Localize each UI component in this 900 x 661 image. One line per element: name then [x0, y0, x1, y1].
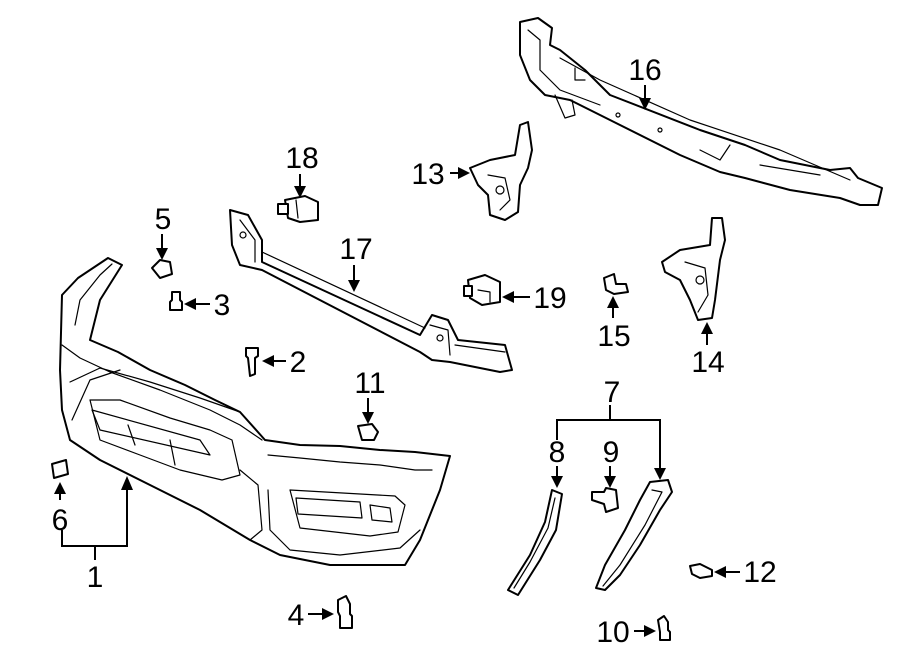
- callout-6: 6: [52, 504, 69, 537]
- bracket-19-drawing: [463, 274, 501, 306]
- clip-2-drawing: [245, 347, 259, 377]
- nut-11-drawing: [357, 423, 379, 441]
- leader-lines: [54, 85, 740, 637]
- extension-left-drawing: [507, 489, 563, 596]
- bolt-15-drawing: [603, 273, 629, 295]
- support-drawing: [519, 17, 883, 206]
- callout-1: 1: [87, 561, 104, 594]
- callout-12: 12: [743, 556, 776, 589]
- callout-19: 19: [533, 282, 566, 315]
- extension-right-drawing: [595, 479, 673, 591]
- callout-7: 7: [604, 376, 621, 409]
- callout-15: 15: [597, 320, 630, 353]
- callout-3: 3: [214, 289, 231, 322]
- bolt-9-drawing: [591, 487, 619, 513]
- bracket-left-drawing: [469, 121, 533, 221]
- callout-2: 2: [290, 346, 307, 379]
- callout-9: 9: [603, 436, 620, 469]
- callout-5: 5: [155, 203, 172, 236]
- callout-18: 18: [285, 142, 318, 175]
- callout-11: 11: [354, 367, 385, 400]
- callout-13: 13: [411, 158, 444, 191]
- front-bumper-cover-drawing: [59, 257, 451, 566]
- bolt-4-drawing: [337, 595, 353, 629]
- callout-14: 14: [691, 346, 724, 379]
- reinforcement-drawing: [229, 209, 513, 373]
- callout-labels: 1 2 3 4 5 6 7 8 9 10 11 12 13 14 15 16 1…: [52, 54, 777, 649]
- callout-16: 16: [628, 54, 661, 87]
- nut-5-drawing: [151, 259, 173, 279]
- retainer-12-drawing: [689, 563, 713, 579]
- bolt-3-drawing: [169, 291, 183, 311]
- callout-8: 8: [549, 436, 566, 469]
- plug-6-drawing: [51, 459, 69, 479]
- callout-4: 4: [288, 599, 305, 632]
- callout-17: 17: [339, 233, 372, 266]
- callout-10: 10: [596, 616, 629, 649]
- bracket-right-drawing: [661, 217, 726, 321]
- bracket-18-drawing: [277, 195, 319, 223]
- bolt-10-drawing: [657, 615, 671, 641]
